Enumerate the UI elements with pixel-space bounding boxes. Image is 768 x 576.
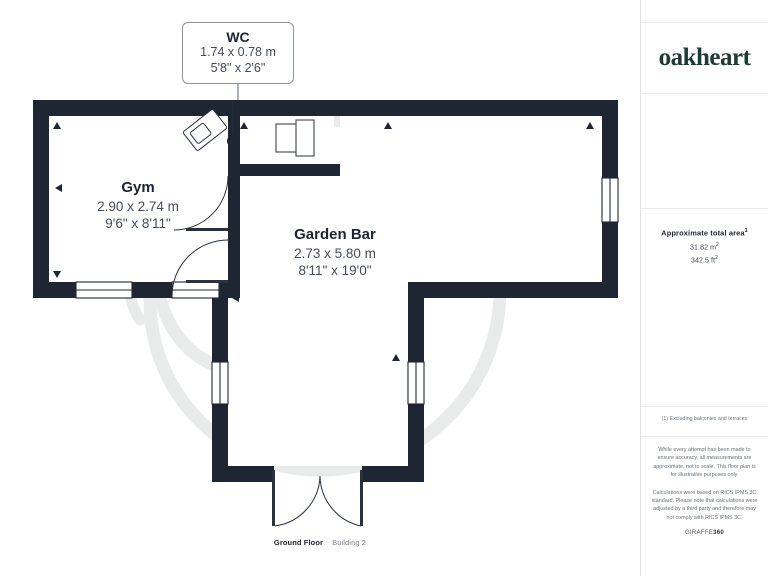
- sink-fixture: [182, 109, 228, 151]
- disclaimer-rics: Calculations were based on RICS IPMS 3C …: [651, 489, 758, 521]
- area-footnote-marker: 1: [744, 228, 748, 234]
- door-wc: [173, 175, 229, 231]
- door-entrance-right: [319, 470, 363, 527]
- wc-fixtures: [182, 100, 315, 157]
- window-gym-right: [171, 281, 220, 299]
- sidebar-divider-1: [641, 208, 768, 209]
- window-right-wall: [601, 177, 619, 223]
- provider-name: GIRAFFE: [684, 530, 714, 536]
- disclaimer-accuracy: While every attempt has been made to ens…: [653, 447, 756, 479]
- ceiling-light-icon: [227, 100, 239, 147]
- floor-plan-drawing: WC 1.74 x 0.78 m 5'8" x 2'6" Gym 2.90 x …: [0, 22, 640, 547]
- oakheart-logo: oakheart: [658, 44, 751, 71]
- room-dim-metric-garden-bar: 2.73 x 5.80 m: [294, 245, 376, 261]
- window-wing-left: [211, 361, 229, 405]
- provider-suffix: 360: [713, 530, 725, 536]
- floor-label: Ground Floor: [273, 538, 324, 547]
- room-label-garden-bar: Garden Bar 2.73 x 5.80 m 8'11" x 19'0": [253, 225, 417, 280]
- imperial-unit-exp: 2: [715, 254, 719, 261]
- room-name-gym: Gym: [121, 179, 155, 196]
- window-wing-right: [407, 361, 425, 405]
- sidebar-divider-2: [641, 406, 768, 407]
- total-area-title: Approximate total area1: [641, 228, 768, 238]
- total-area-metric: 31.82 m2: [641, 242, 768, 251]
- hall-wall: [228, 176, 240, 298]
- toilet-fixture: [275, 119, 315, 157]
- window-gym-left: [75, 281, 133, 299]
- room-dim-metric-wc: 1.74 x 0.78 m: [200, 45, 276, 60]
- info-sidebar: oakheart Approximate total area1 31.82 m…: [640, 0, 768, 576]
- disclaimer-block: While every attempt has been made to ens…: [650, 446, 759, 531]
- room-dim-imperial-wc: 5'8" x 2'6": [210, 61, 266, 76]
- area-footnote: (1) Excluding balconies and terraces: [661, 416, 748, 422]
- room-label-gym: Gym 2.90 x 2.74 m 9'6" x 8'11": [53, 178, 223, 233]
- total-area-imperial: 342.5 ft2: [641, 255, 768, 264]
- dimension-markers: [53, 122, 594, 361]
- provider-brand: GIRAFFE360: [641, 530, 768, 536]
- door-gym: [171, 239, 229, 297]
- doors: [171, 175, 363, 527]
- door-entrance-left: [272, 470, 321, 527]
- windows: [75, 177, 619, 405]
- total-area-imperial-value: 342.5 ft: [690, 257, 716, 265]
- total-area-metric-value: 31.82 m: [690, 243, 717, 251]
- room-name-wc: WC: [226, 29, 250, 46]
- sidebar-divider-3: [641, 436, 768, 437]
- room-callout-wc: WC 1.74 x 0.78 m 5'8" x 2'6": [182, 22, 294, 84]
- plan-footer: Ground Floor Building 2: [0, 538, 640, 547]
- room-dim-metric-gym: 2.90 x 2.74 m: [97, 198, 179, 214]
- brand-logo-cell: oakheart: [641, 22, 768, 94]
- plan-vector: [33, 84, 619, 527]
- total-area-block: Approximate total area1 31.82 m2 342.5 f…: [641, 228, 768, 264]
- room-dim-imperial-gym: 9'6" x 8'11": [105, 216, 171, 232]
- total-area-title-text: Approximate total area: [661, 228, 745, 238]
- room-name-garden-bar: Garden Bar: [294, 226, 376, 243]
- room-dim-imperial-garden-bar: 8'11" x 19'0": [298, 263, 372, 279]
- metric-unit-exp: 2: [716, 241, 719, 248]
- building-label: Building 2: [332, 538, 367, 547]
